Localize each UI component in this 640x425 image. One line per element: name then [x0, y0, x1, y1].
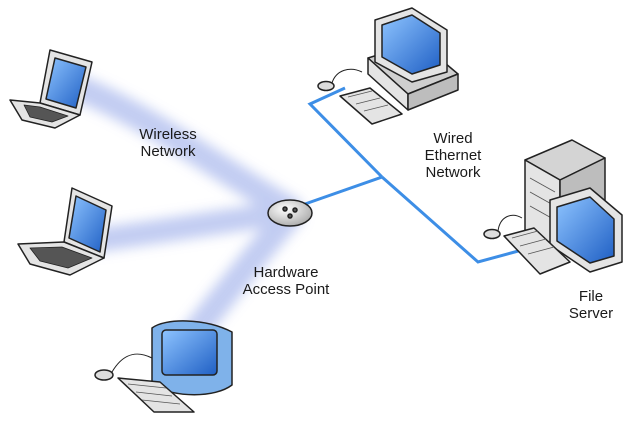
label-hardware-access-point: Hardware Access Point: [226, 264, 346, 298]
label-line: Wireless: [139, 126, 197, 143]
label-line: Wired: [433, 130, 473, 147]
label-line: Network: [425, 164, 481, 181]
wired-ethernet-lines: [304, 86, 523, 264]
access-point-icon: [267, 199, 313, 227]
label-line: Ethernet: [424, 147, 482, 164]
label-line: Access Point: [242, 281, 330, 298]
wireless-beam-laptop-top: [57, 72, 303, 223]
label-line: Server: [568, 305, 614, 322]
label-line: File: [578, 288, 604, 305]
link-hub-to-server: [381, 175, 523, 264]
label-line: Hardware: [253, 264, 319, 281]
label-wired-ethernet-network: Wired Ethernet Network: [398, 130, 508, 181]
file-server-icon: [483, 139, 623, 275]
label-file-server: File Server: [556, 288, 626, 322]
label-wireless-network: Wireless Network: [118, 126, 218, 160]
imac-computer-icon: [94, 320, 233, 413]
desktop-computer-icon: [317, 7, 459, 125]
laptop-icon: [17, 187, 113, 276]
link-hub-to-desktop: [307, 86, 384, 179]
label-line: Network: [140, 143, 196, 160]
laptop-icon: [9, 49, 93, 129]
link-ap-to-hub: [304, 175, 383, 206]
